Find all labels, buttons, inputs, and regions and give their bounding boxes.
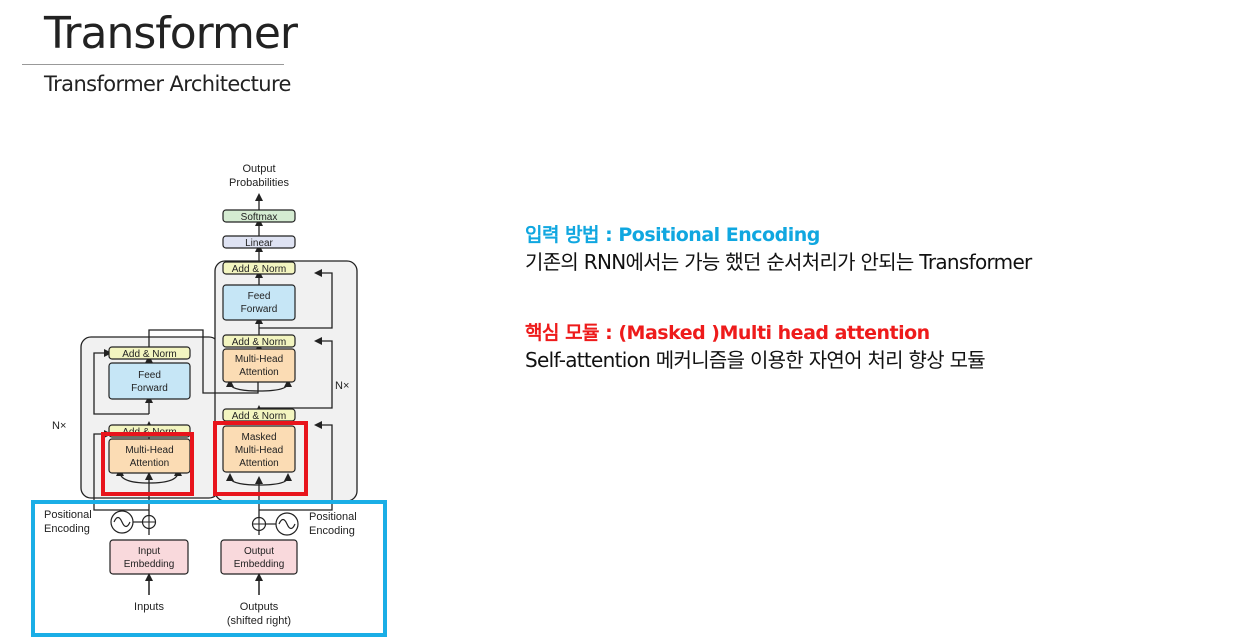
decoder-masked-attention-label-2: Multi-Head <box>235 445 283 456</box>
encoder-feed-forward-label-2: Forward <box>131 383 168 394</box>
decoder-nx-label: N× <box>335 380 349 392</box>
encoder-add-norm-top-label: Add & Norm <box>122 349 176 360</box>
decoder-cross-attention-block <box>222 348 296 383</box>
decoder-feed-forward-label-2: Forward <box>241 304 278 315</box>
outputs-label-1: Outputs <box>240 601 279 613</box>
linear-block <box>222 235 296 249</box>
page-title: Transformer <box>44 8 298 59</box>
output-embedding-label-2: Embedding <box>234 559 285 570</box>
input-embedding-label-1: Input <box>138 546 160 557</box>
decoder-attention-highlight <box>213 421 308 496</box>
decoder-masked-attention-block <box>222 425 296 473</box>
encoder-add-norm-block <box>108 346 191 360</box>
note-attention-body: Self-attention 메커니즘을 이용한 자연어 처리 향상 모듈 <box>525 348 986 372</box>
decoder-add-norm-middle-label: Add & Norm <box>232 337 286 348</box>
softmax-block <box>222 209 296 223</box>
decoder-cross-attention-label-1: Multi-Head <box>235 354 283 365</box>
encoder-sum-plus-icon <box>143 516 155 528</box>
output-probabilities-label-1: Output <box>242 163 275 175</box>
decoder-positional-label-2: Encoding <box>309 525 355 537</box>
note-attention-heading: 핵심 모듈 : (Masked )Multi head attention <box>525 322 930 344</box>
title-divider <box>22 64 284 65</box>
transformer-diagram-svg: Add & Norm Feed Forward Add & Norm Multi… <box>31 163 387 637</box>
page-subtitle: Transformer Architecture <box>44 72 291 96</box>
encoder-attention-label-2: Attention <box>130 458 169 469</box>
encoder-sine-icon <box>113 516 131 528</box>
decoder-positional-label-1: Positional <box>309 511 357 523</box>
encoder-feed-forward-block <box>108 362 191 400</box>
notes-panel: 입력 방법 : Positional Encoding 기존의 RNN에서는 가… <box>525 222 1225 374</box>
transformer-diagram: Add & Norm Feed Forward Add & Norm Multi… <box>30 150 410 640</box>
linear-label: Linear <box>245 238 273 249</box>
outputs-label-2: (shifted right) <box>227 615 291 627</box>
encoder-positional-label-1: Positional <box>44 509 92 521</box>
decoder-masked-attention-label-1: Masked <box>241 432 276 443</box>
decoder-masked-attention-label-3: Attention <box>239 458 278 469</box>
note-positional-encoding-body: 기존의 RNN에서는 가능 했던 순서처리가 안되는 Transformer <box>525 250 1032 274</box>
output-probabilities-label-2: Probabilities <box>229 177 289 189</box>
decoder-sine-icon <box>278 518 296 530</box>
output-embedding-label-1: Output <box>244 546 274 557</box>
decoder-add-norm-top-label: Add & Norm <box>232 264 286 275</box>
inputs-label: Inputs <box>134 601 164 613</box>
decoder-add-norm-block-middle <box>222 334 296 348</box>
decoder-cross-attention-label-2: Attention <box>239 367 278 378</box>
input-embedding-label-2: Embedding <box>124 559 175 570</box>
decoder-add-norm-bottom-label: Add & Norm <box>232 411 286 422</box>
note-positional-encoding-heading: 입력 방법 : Positional Encoding <box>525 224 820 246</box>
decoder-feed-forward-block <box>222 284 296 321</box>
softmax-label: Softmax <box>241 212 278 223</box>
decoder-feed-forward-label-1: Feed <box>248 291 271 302</box>
decoder-sum-plus-icon <box>253 518 265 530</box>
encoder-attention-label-1: Multi-Head <box>125 445 173 456</box>
decoder-add-norm-block-top <box>222 261 296 275</box>
encoder-feed-forward-label-1: Feed <box>138 370 161 381</box>
encoder-nx-label: N× <box>52 420 66 432</box>
encoder-attention-highlight <box>101 432 194 496</box>
positional-encoding-highlight <box>31 500 387 637</box>
encoder-positional-label-2: Encoding <box>44 523 90 535</box>
